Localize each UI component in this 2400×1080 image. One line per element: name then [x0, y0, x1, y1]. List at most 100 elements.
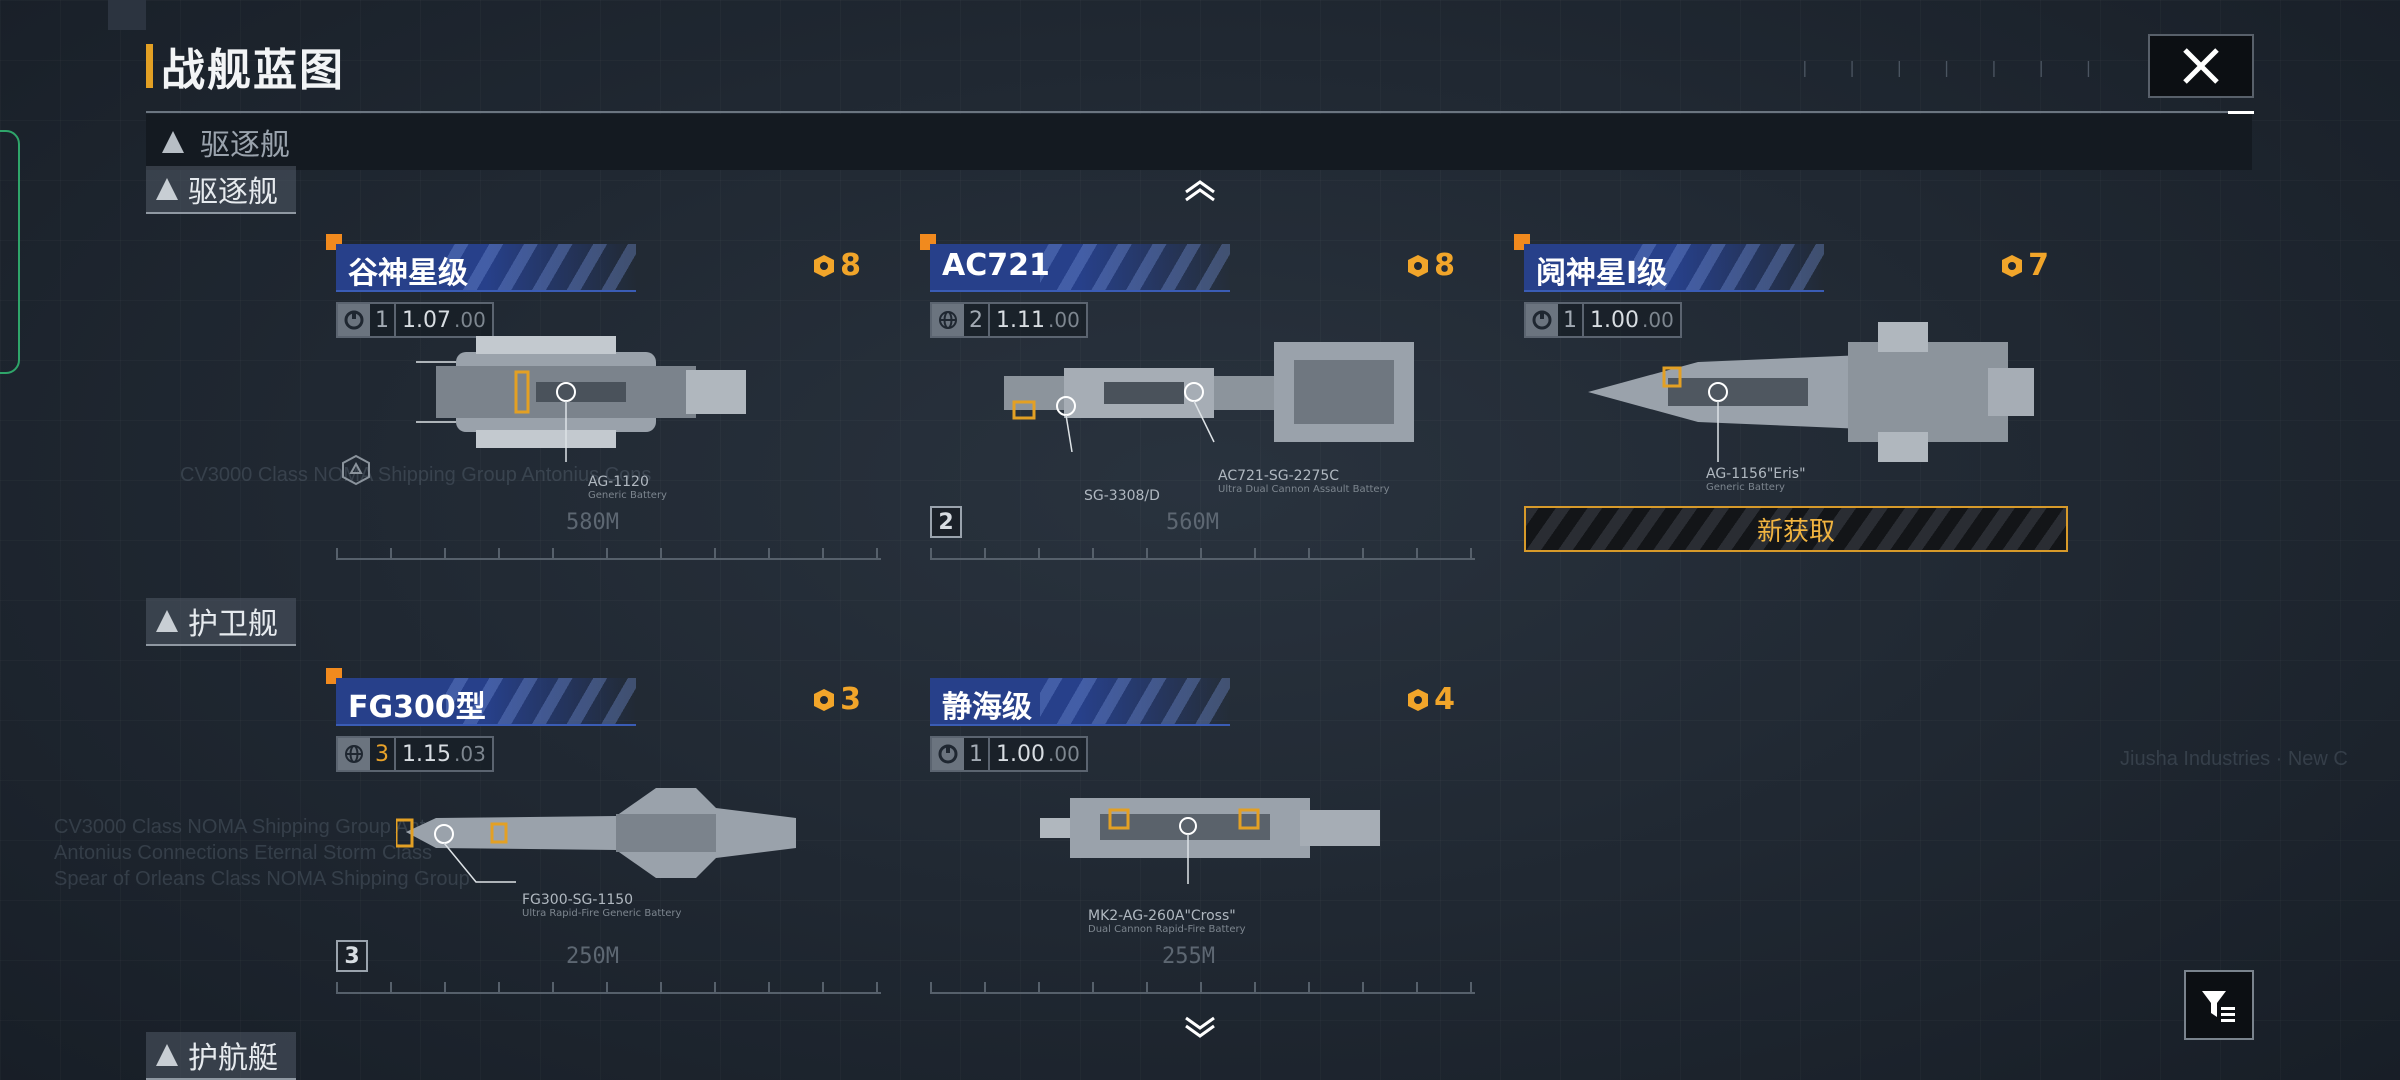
chevron-down-icon[interactable]: [1182, 1016, 1218, 1040]
category-tab-destroyer[interactable]: 驱逐舰: [146, 166, 296, 214]
ship-stats: 2 1.11.00: [930, 302, 1088, 338]
ship-stats: 1 1.07.00: [336, 302, 494, 338]
ship-name: 阋神星Ⅰ级: [1536, 256, 1668, 290]
decor-ticks: | | | | | | |: [1800, 58, 2108, 77]
category-tab-frigate[interactable]: 护卫舰: [146, 598, 296, 646]
bg-text: CV3000 Class NOMA Shipping Group Antoniu…: [180, 464, 652, 486]
globe-icon: [932, 304, 964, 336]
ship-length: 580M: [566, 510, 619, 535]
tier-value: 1: [964, 738, 990, 770]
newly-acquired-banner: 新获取: [1524, 506, 2068, 552]
ship-length: 255M: [1162, 944, 1215, 969]
weapon-label: AG-1156"Eris"Generic Battery: [1706, 466, 1806, 493]
ship-length: 250M: [566, 944, 619, 969]
tier-value: 2: [964, 304, 990, 336]
cost-value: 3: [840, 682, 861, 717]
collapse-triangle-icon: [156, 1044, 178, 1066]
weapon-label-secondary: SG-3308/D: [1084, 488, 1160, 504]
stat-value: 1.00.00: [1590, 307, 1674, 333]
page-header: 战舰蓝图: [146, 36, 345, 96]
ship-blueprint-image: [1040, 798, 1380, 884]
category-label: 护卫舰: [188, 607, 278, 642]
ship-name: 谷神星级: [348, 256, 468, 290]
cost-value: 8: [840, 248, 861, 283]
decor-square: [108, 0, 146, 30]
measure-ruler: [930, 974, 1475, 994]
level-badge: 3: [336, 940, 368, 972]
collapse-triangle-icon: [162, 131, 184, 153]
measure-ruler: [336, 540, 881, 560]
ship-stats: 1 1.00.00: [930, 736, 1088, 772]
ship-length: 560M: [1166, 510, 1219, 535]
collapse-triangle-icon: [156, 610, 178, 632]
hull-type-icon: [932, 738, 964, 770]
cost-value: 7: [2028, 248, 2049, 283]
blueprint-cost: 3: [812, 682, 861, 717]
blueprint-cost: 8: [1406, 248, 1455, 283]
tier-value: 1: [1558, 304, 1584, 336]
title-accent: [146, 44, 153, 88]
ship-blueprint-image: [1588, 322, 2034, 462]
header-divider: [146, 111, 2252, 113]
stat-value: 1.00.00: [996, 741, 1080, 767]
name-underline: [930, 724, 1230, 726]
ship-name: FG300型: [348, 690, 486, 724]
ship-blueprint-image: [396, 788, 796, 883]
ship-stats: 3 1.15.03: [336, 736, 494, 772]
collapse-triangle-icon: [156, 178, 178, 200]
tier-value: 1: [370, 304, 396, 336]
globe-icon: [338, 738, 370, 770]
close-button[interactable]: [2148, 34, 2254, 98]
filter-button[interactable]: [2184, 970, 2254, 1040]
name-underline: [930, 290, 1230, 292]
hull-type-icon: [1526, 304, 1558, 336]
blueprint-coin-icon: [814, 254, 835, 277]
ship-name: 静海级: [942, 690, 1032, 724]
blueprint-coin-icon: [814, 688, 835, 711]
ship-name-bar: 阋神星Ⅰ级: [1524, 244, 1824, 290]
hull-type-icon: [338, 304, 370, 336]
ship-blueprint-image: [1004, 342, 1414, 452]
stat-value: 1.07.00: [402, 307, 486, 333]
blueprint-cost: 4: [1406, 682, 1455, 717]
category-label: 驱逐舰: [188, 175, 278, 210]
chevron-up-icon[interactable]: [1182, 178, 1218, 202]
ship-name-bar: AC721: [930, 244, 1230, 290]
category-label: 护航艇: [188, 1041, 278, 1076]
level-badge: 2: [930, 506, 962, 538]
name-underline: [336, 724, 636, 726]
bg-text: Jiusha Industries · New C: [2120, 748, 2348, 770]
ship-stats: 1 1.00.00: [1524, 302, 1682, 338]
page-title: 战舰蓝图: [161, 45, 345, 96]
ship-blueprint-image: [416, 336, 746, 462]
blueprint-cost: 7: [2000, 248, 2049, 283]
sticky-category-label: 驱逐舰: [200, 128, 290, 163]
blueprint-cost: 8: [812, 248, 861, 283]
new-label: 新获取: [1756, 516, 1835, 547]
cost-value: 4: [1434, 682, 1455, 717]
weapon-label: MK2-AG-260A"Cross"Dual Cannon Rapid-Fire…: [1088, 908, 1246, 935]
blueprint-coin-icon: [1408, 254, 1429, 277]
side-panel-edge[interactable]: [0, 130, 20, 374]
ship-name-bar: 静海级: [930, 678, 1230, 724]
blueprint-coin-icon: [2002, 254, 2023, 277]
category-tab-escort[interactable]: 护航艇: [146, 1032, 296, 1080]
cost-value: 8: [1434, 248, 1455, 283]
ship-name-bar: FG300型: [336, 678, 636, 724]
stat-value: 1.11.00: [996, 307, 1080, 333]
measure-ruler: [930, 540, 1475, 560]
ship-card[interactable]: 静海级 4 1 1.00.00 MK2-AG-260A"Cross"Dual C…: [930, 678, 1475, 998]
ship-card[interactable]: 阋神星Ⅰ级 7 1 1.00.00 AG-1156"Eris"Generic B…: [1514, 234, 2069, 564]
hexagon-icon: [342, 454, 370, 486]
name-underline: [336, 290, 636, 292]
ship-name-bar: 谷神星级: [336, 244, 636, 290]
sticky-category-header[interactable]: 驱逐舰: [146, 114, 2252, 170]
close-icon: [2183, 48, 2219, 84]
tier-value: 3: [370, 738, 396, 770]
